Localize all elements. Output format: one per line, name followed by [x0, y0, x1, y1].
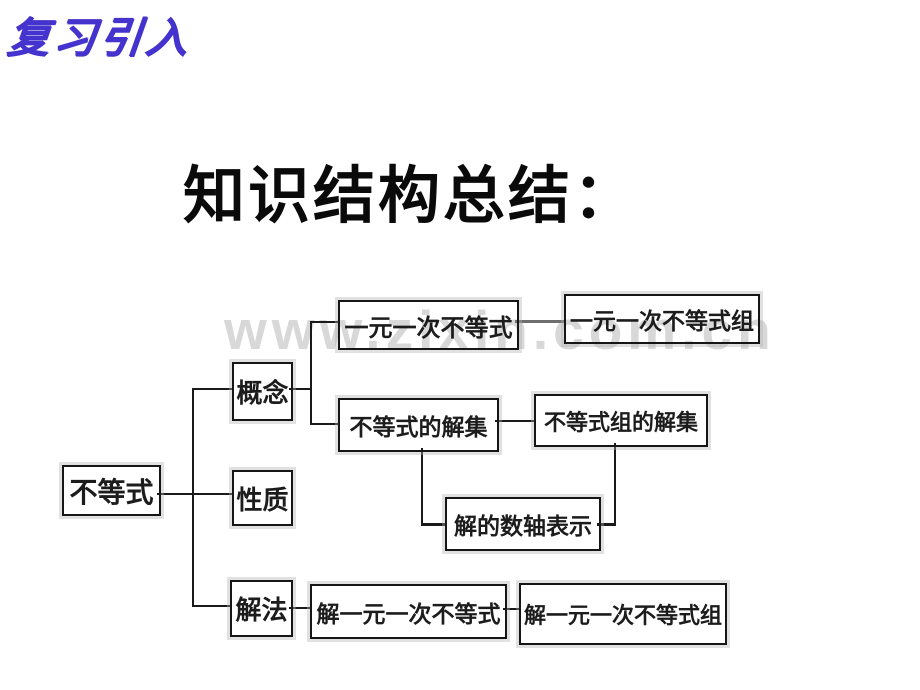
connector-linear-ineq-to-system [515, 320, 564, 323]
corner-label-review-intro: 复习引入 [5, 14, 195, 61]
connector-solution-sets [495, 420, 534, 422]
connector-to-number-line-left [421, 523, 445, 526]
connector-solve-to-solve-system [503, 608, 519, 610]
node-solve-linear-inequality-system: 解一元一次不等式组 [519, 583, 727, 645]
connector-branch-to-solution-set [310, 423, 338, 425]
connector-root-to-property [157, 493, 232, 495]
connector-system-set-down [614, 443, 616, 525]
node-number-line-representation: 解的数轴表示 [445, 497, 601, 551]
connector-method-to-solve [289, 607, 310, 609]
node-inequality-solution-set: 不等式的解集 [338, 398, 499, 452]
connector-trunk-to-concept [192, 388, 232, 390]
node-linear-inequality: 一元一次不等式 [338, 300, 519, 350]
page-title: 知识结构总结： [183, 163, 639, 231]
node-inequality: 不等式 [62, 465, 161, 516]
connector-branch-to-linear-ineq [310, 321, 338, 323]
connector-concept-branch-vertical [310, 321, 312, 425]
node-method: 解法 [230, 580, 293, 637]
connector-solution-set-down [421, 448, 423, 525]
node-inequality-system-solution-set: 不等式组的解集 [534, 394, 708, 447]
node-concept: 概念 [232, 362, 293, 421]
connector-trunk-to-method [192, 605, 230, 607]
connector-trunk-vertical [192, 388, 194, 607]
node-solve-linear-inequality: 解一元一次不等式 [310, 584, 507, 639]
connector-to-number-line-right [597, 523, 616, 526]
watermark-text: www.zixin.com.cn [224, 299, 776, 361]
connector-concept-out [289, 388, 312, 390]
node-property: 性质 [232, 470, 293, 526]
node-linear-inequality-system: 一元一次不等式组 [564, 294, 760, 344]
